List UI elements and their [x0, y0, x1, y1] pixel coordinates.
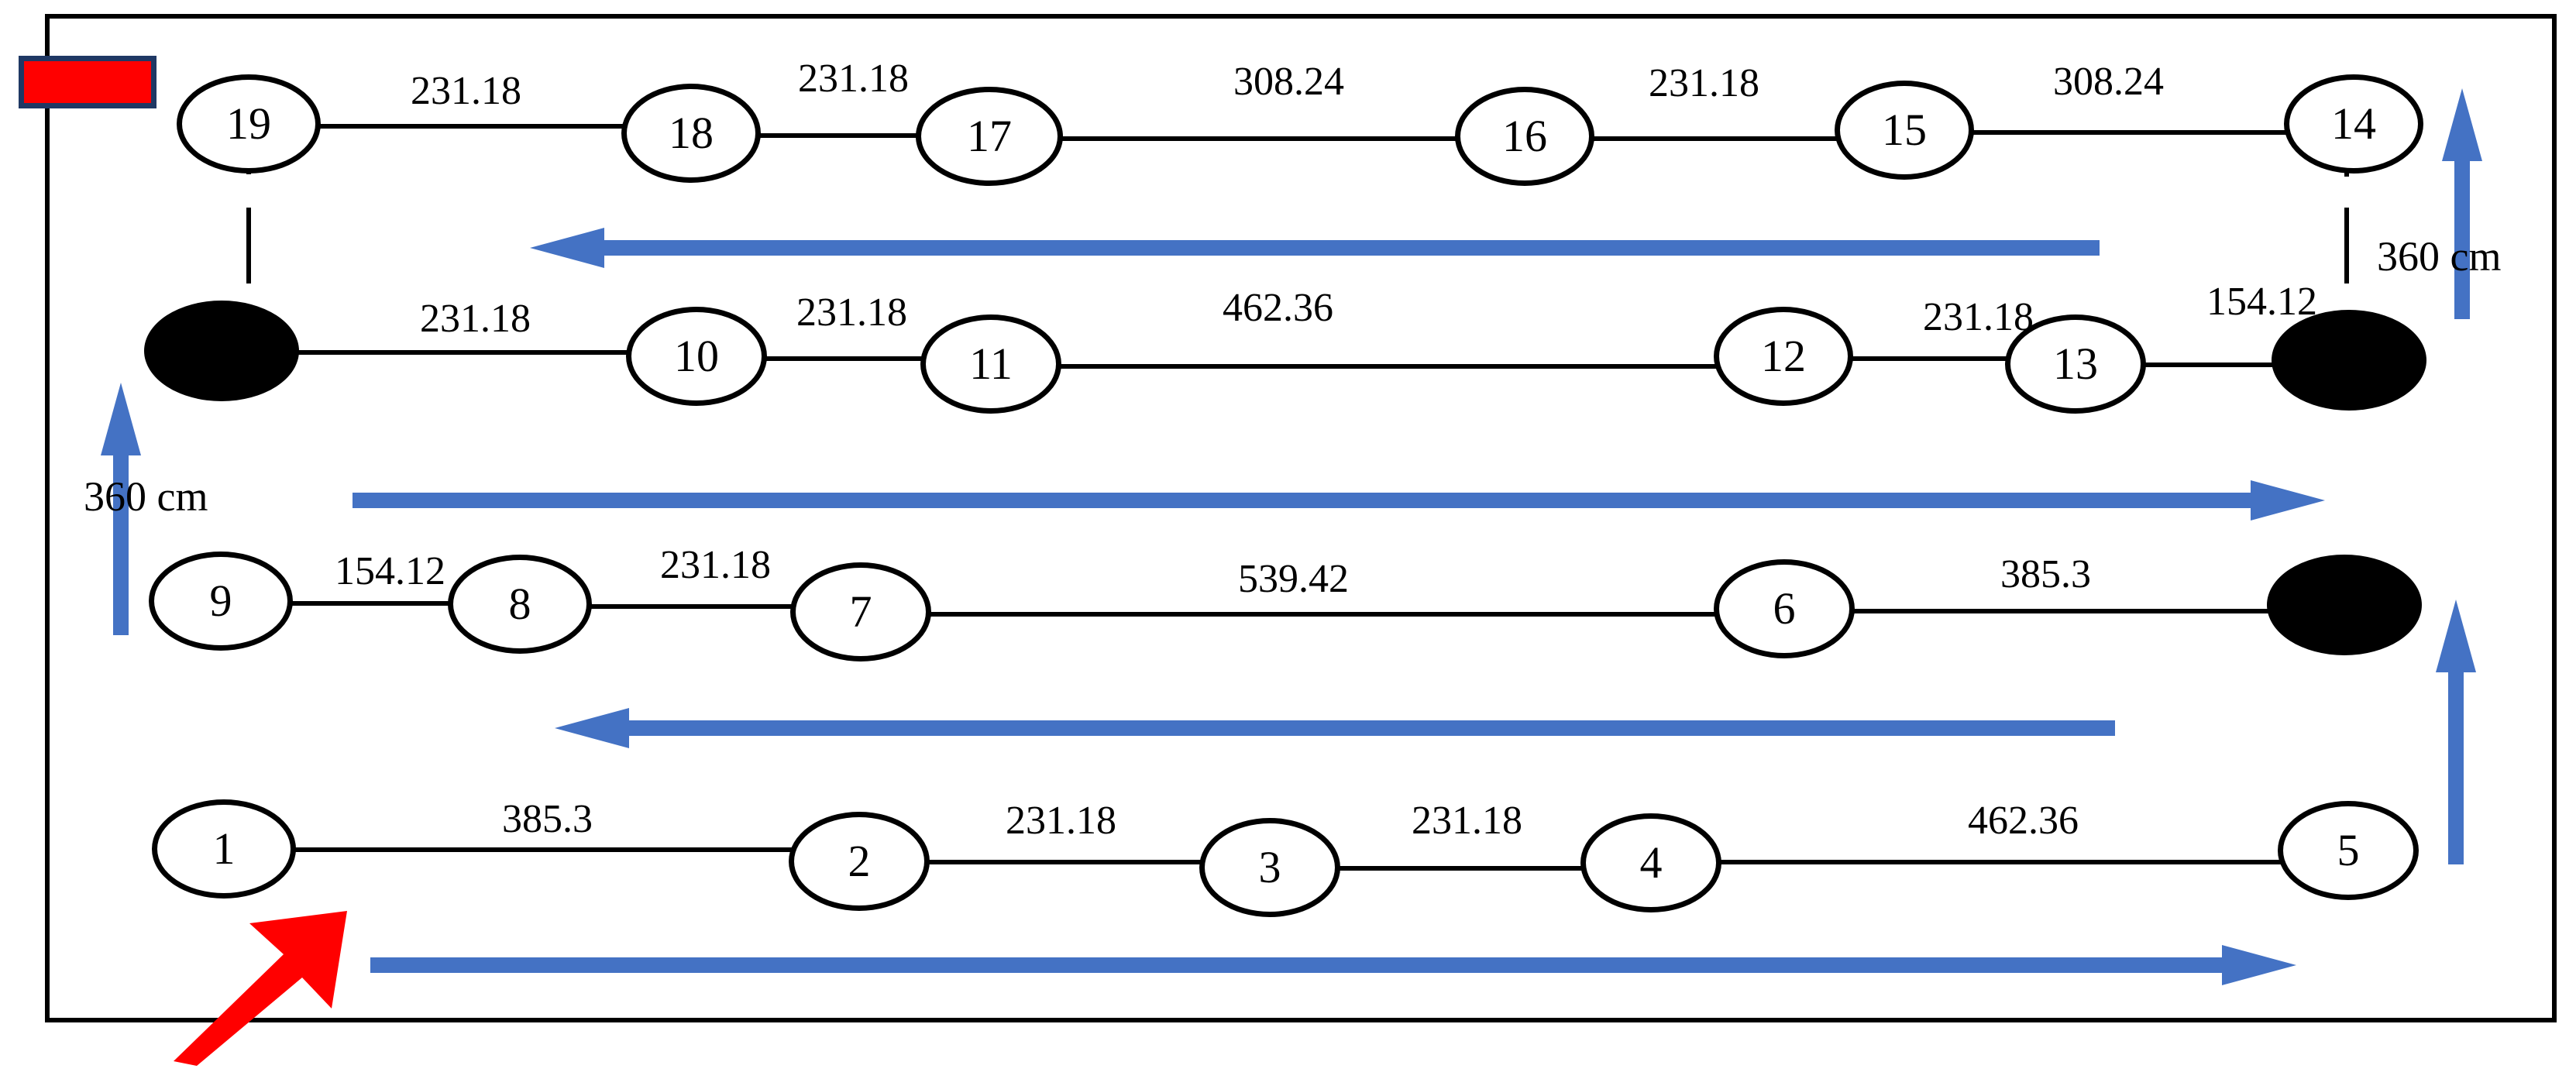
- weight-1-2: 385.3: [502, 797, 593, 841]
- weight-10-11: 231.18: [796, 290, 907, 335]
- node-9-label: 9: [209, 576, 232, 626]
- edge-9-8: [200, 601, 456, 606]
- node-19[interactable]: 19: [177, 74, 321, 174]
- node-7-label: 7: [849, 586, 872, 637]
- node-black-2[interactable]: [2272, 310, 2426, 411]
- edge-16-15: [1574, 136, 1844, 141]
- dimension-right-label: 360 cm: [2377, 233, 2502, 280]
- weight-2-3: 231.18: [1006, 799, 1116, 843]
- weight-18-17: 231.18: [798, 57, 909, 101]
- flow-arrow-top: [527, 226, 2100, 270]
- node-5-label: 5: [2337, 825, 2360, 875]
- node-17[interactable]: 17: [916, 87, 1063, 186]
- node-14-label: 14: [2331, 98, 2376, 149]
- weight-9-8: 154.12: [335, 549, 445, 593]
- node-black-3[interactable]: [2267, 555, 2422, 655]
- node-4[interactable]: 4: [1580, 813, 1721, 912]
- node-8-label: 8: [508, 579, 531, 629]
- weight-11-12: 462.36: [1223, 286, 1333, 330]
- node-11-label: 11: [969, 338, 1013, 389]
- node-18-label: 18: [669, 108, 714, 158]
- node-7[interactable]: 7: [790, 562, 931, 661]
- flow-arrow-left: [99, 381, 143, 635]
- edge-12-13: [1835, 356, 2014, 361]
- node-19-label: 19: [226, 98, 271, 149]
- edge-8-7: [589, 604, 798, 609]
- node-10-label: 10: [674, 331, 719, 381]
- node-9[interactable]: 9: [149, 552, 293, 651]
- edge-13-blacknode2: [2138, 363, 2338, 367]
- node-12-label: 12: [1761, 331, 1806, 381]
- node-2[interactable]: 2: [789, 812, 930, 911]
- flow-arrow-row3: [552, 706, 2115, 750]
- node-18[interactable]: 18: [621, 84, 761, 183]
- flow-arrow-right-upper: [2440, 87, 2484, 319]
- node-16-label: 16: [1502, 111, 1547, 161]
- node-1[interactable]: 1: [152, 799, 296, 899]
- edge-17-16: [1052, 136, 1464, 141]
- node-15-label: 15: [1882, 105, 1927, 155]
- dimension-left-label: 360 cm: [84, 473, 208, 520]
- edge-1-2: [192, 847, 804, 852]
- node-3[interactable]: 3: [1199, 818, 1340, 917]
- weight-4-5: 462.36: [1968, 799, 2079, 843]
- node-1-label: 1: [212, 823, 236, 874]
- node-16[interactable]: 16: [1455, 87, 1594, 186]
- node-12[interactable]: 12: [1714, 307, 1853, 406]
- edge-15-14: [1959, 130, 2293, 135]
- node-14[interactable]: 14: [2284, 74, 2423, 174]
- node-6-label: 6: [1773, 583, 1796, 634]
- edge-11-12: [1055, 364, 1720, 369]
- weight-15-14: 308.24: [2053, 60, 2164, 104]
- node-10[interactable]: 10: [626, 307, 767, 406]
- flow-arrow-right-lower: [2434, 598, 2478, 864]
- edge-3-4: [1323, 866, 1594, 871]
- edge-blacknode2-blacknode3: [2344, 208, 2349, 283]
- node-17-label: 17: [967, 111, 1012, 161]
- node-6[interactable]: 6: [1714, 559, 1855, 658]
- edge-10-11: [745, 356, 930, 361]
- flow-arrow-row2: [353, 479, 2328, 522]
- weight-6-blacknode3: 385.3: [2000, 552, 2091, 596]
- start-arrow-icon: [167, 906, 400, 1069]
- weight-13-blacknode2: 154.12: [2206, 280, 2317, 324]
- node-2-label: 2: [848, 836, 871, 886]
- weight-blacknode1-10: 231.18: [420, 297, 531, 341]
- weight-19-18: 231.18: [411, 69, 521, 113]
- node-13[interactable]: 13: [2005, 314, 2146, 414]
- edge-7-6: [922, 612, 1742, 617]
- weight-17-16: 308.24: [1233, 60, 1344, 104]
- node-5[interactable]: 5: [2278, 801, 2419, 900]
- node-4-label: 4: [1639, 837, 1663, 888]
- node-11[interactable]: 11: [920, 314, 1061, 414]
- node-13-label: 13: [2053, 338, 2098, 389]
- depot-legend-swatch: [19, 56, 156, 108]
- edge-blacknode1-10: [192, 350, 634, 355]
- weight-7-6: 539.42: [1238, 557, 1349, 601]
- edge-18-17: [744, 133, 934, 138]
- edge-2-3: [916, 860, 1201, 864]
- weight-16-15: 231.18: [1649, 61, 1759, 105]
- weight-3-4: 231.18: [1412, 799, 1522, 843]
- plant-boundary: [45, 14, 2557, 1022]
- weight-8-7: 231.18: [660, 543, 771, 587]
- node-black-1[interactable]: [144, 301, 299, 401]
- node-15[interactable]: 15: [1835, 81, 1974, 180]
- edge-6-blacknode3: [1852, 609, 2347, 613]
- node-8[interactable]: 8: [448, 555, 592, 654]
- edge-4-5: [1718, 860, 2292, 864]
- edge-19-18: [180, 124, 629, 129]
- edge-blacknode1-9: [246, 208, 251, 283]
- flow-arrow-bottom: [370, 943, 2299, 987]
- node-3-label: 3: [1258, 842, 1281, 892]
- weight-12-13: 231.18: [1923, 295, 2034, 339]
